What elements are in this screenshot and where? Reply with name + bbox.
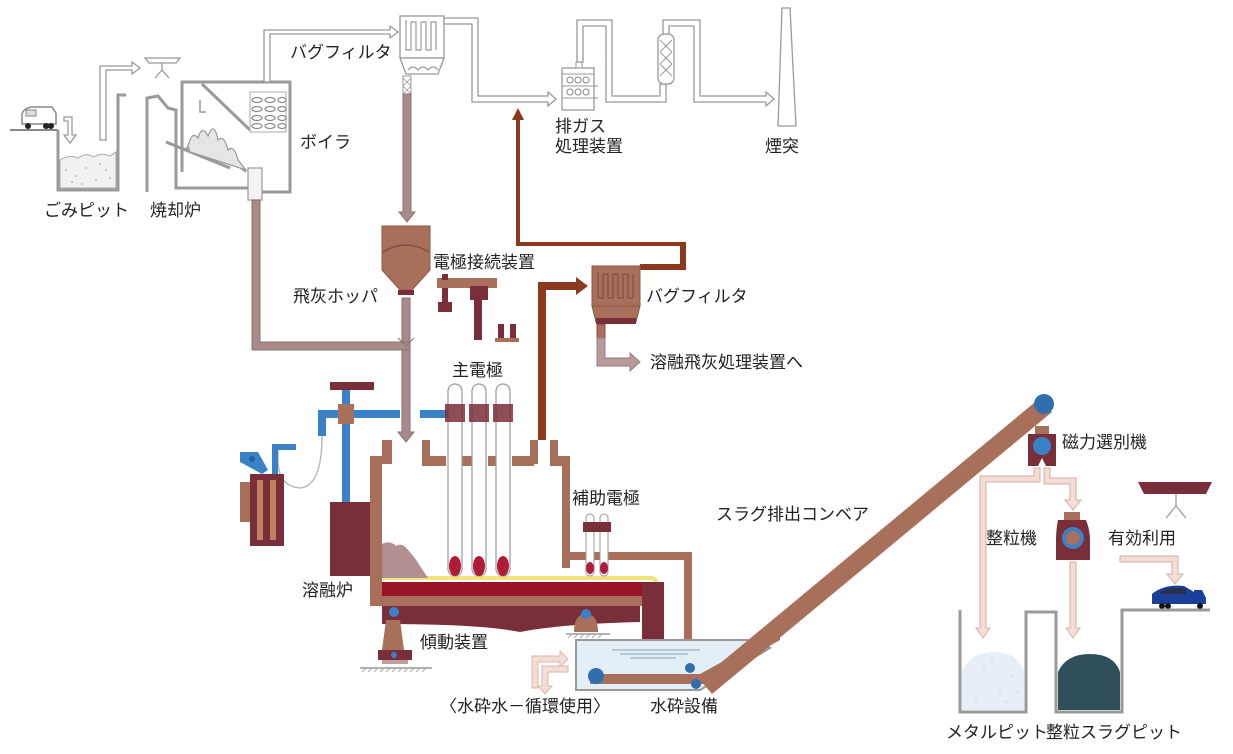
flow-arrow-to-metal-pit: [975, 467, 1041, 639]
label-tilting-device: 傾動装置: [420, 633, 488, 653]
bag-filter-mid: [591, 265, 641, 339]
melting-furnace: [370, 440, 692, 652]
label-bag-filter-mid: バグフィルタ: [646, 287, 748, 307]
gas-pipe-to-exhaust-treatment: [443, 17, 557, 108]
bag-filter-top: [399, 15, 445, 95]
label-aux-electrode: 補助電極: [572, 489, 640, 509]
label-incinerator: 焼却炉: [150, 201, 201, 221]
label-fly-ash-hopper: 飛灰ホッパ: [293, 287, 378, 307]
chimney-icon: [777, 7, 797, 127]
label-garbage-pit: ごみピット: [44, 201, 129, 221]
fly-ash-pipe-bagfilter-to-hopper: [397, 93, 417, 223]
slag-conveyor: [700, 398, 1052, 694]
tilting-device: [360, 607, 610, 673]
conveyor-head-pulley: [1034, 394, 1054, 414]
fly-ash-pipe-to-treatment: [596, 337, 641, 373]
label-electrode-connector: 電極接続装置: [433, 253, 535, 273]
metal-pit: [958, 608, 1210, 714]
electrode-connector: [437, 274, 519, 342]
exhaust-gas-treatment-unit: [561, 61, 598, 111]
label-main-electrode: 主電極: [452, 361, 503, 381]
label-boiler: ボイラ: [300, 133, 351, 153]
label-water-granulation-equipment: 水砕設備: [650, 697, 718, 717]
ash-chute: [247, 167, 263, 201]
transformer: [240, 474, 284, 546]
label-granulator: 整粒機: [986, 529, 1037, 549]
flow-arrow-to-slag-pit: [1065, 561, 1081, 639]
garbage-truck-icon: [10, 106, 58, 131]
label-water-granulation-note: 〈水砕水－循環使用〉: [440, 696, 610, 717]
label-magnetic-separator: 磁力選別機: [1062, 433, 1147, 453]
label-melting-furnace: 溶融炉: [302, 581, 353, 601]
label-to-fly-ash-treatment: 溶融飛灰処理装置へ: [650, 353, 803, 373]
fly-ash-pipe-hopper-to-furnace: [396, 297, 416, 443]
dump-truck-icon: [1152, 585, 1206, 609]
fly-ash-hopper: [381, 225, 431, 295]
main-electrodes: [445, 383, 513, 577]
flame-icon: [187, 128, 248, 172]
label-bag-filter-top: バグフィルタ: [290, 43, 392, 63]
hot-gas-duct-furnace-to-bagfilter: [538, 277, 588, 440]
water-recirculation-arrows: [531, 649, 569, 695]
flow-arrow-to-truck: [1119, 555, 1185, 585]
label-effective-use: 有効利用: [1108, 529, 1176, 549]
boiler-tubes: [249, 91, 287, 133]
label-chimney: 煙突: [765, 137, 799, 157]
label-metal-pit: メタルピット: [946, 723, 1048, 743]
crane-flow-pipe: [99, 60, 142, 141]
flow-arrow-truck-to-pit: [62, 116, 78, 145]
garbage-pit: [56, 93, 126, 192]
gas-pipe-boiler-to-bagfilter: [263, 24, 400, 83]
aux-electrodes: [583, 513, 611, 577]
label-exhaust-gas-1: 排ガス: [555, 117, 606, 137]
crane-icon: [143, 57, 182, 79]
granulator: [1056, 512, 1090, 560]
cooling-water-lines: [240, 382, 450, 502]
crane-icon-effective-use: [1138, 482, 1212, 519]
magnetic-separator: [1028, 426, 1056, 466]
catalyst-reactor: [657, 33, 675, 85]
ash-pile: [382, 542, 428, 578]
label-slag-conveyor: スラグ排出コンベア: [716, 505, 869, 525]
label-granulated-slag-pit: 整粒スラグピット: [1046, 723, 1182, 743]
granulated-slag-pile: [1058, 654, 1120, 710]
flow-arrow-to-granulator: [1043, 467, 1083, 511]
label-exhaust-gas-2: 処理装置: [555, 137, 623, 157]
gas-pipe-reactor-to-chimney: [662, 19, 775, 108]
hydraulic-unit: [330, 502, 370, 576]
incinerator: [145, 80, 292, 194]
